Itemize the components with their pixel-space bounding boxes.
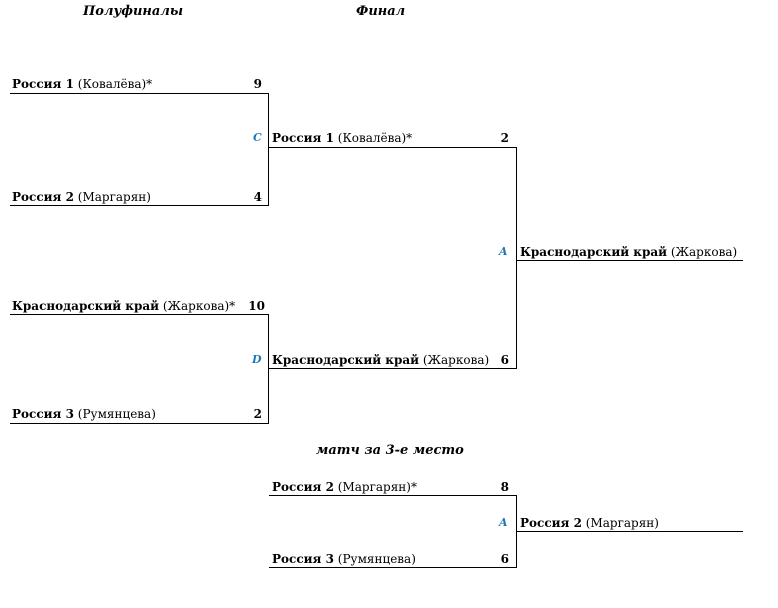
team-name: Краснодарский край (520, 245, 668, 259)
final-team2: Краснодарский край (Жаркова) (272, 353, 489, 367)
sf1-mark: C (253, 131, 262, 144)
team-name: Россия 1 (12, 77, 74, 91)
final-connector (516, 147, 517, 369)
player-name: (Жаркова) (670, 245, 738, 259)
player-name: (Ковалёва)* (77, 77, 153, 91)
player-name: (Ковалёва)* (337, 131, 413, 145)
team-name: Россия 1 (272, 131, 334, 145)
team-name: Россия 2 (12, 190, 74, 204)
third-mark: A (499, 516, 508, 529)
sf1-team2-score: 4 (253, 190, 262, 204)
final-mark: A (499, 245, 508, 258)
final-team2-line (269, 368, 517, 369)
team-name: Россия 3 (272, 552, 334, 566)
third-team2-score: 6 (500, 552, 509, 566)
sf2-team2-line (10, 423, 269, 424)
team-name: Россия 3 (12, 407, 74, 421)
sf2-mark: D (252, 353, 262, 366)
sf1-team2: Россия 2 (Маргарян) (12, 190, 151, 204)
third-winner-line (517, 531, 743, 532)
third-team1-score: 8 (500, 480, 509, 494)
player-name: (Маргарян) (585, 516, 659, 530)
player-name: (Румянцева) (77, 407, 156, 421)
third-place-header: матч за 3-е место (316, 443, 464, 458)
sf1-team1-score: 9 (253, 77, 262, 91)
sf2-team1-line (10, 314, 269, 315)
sf2-team2-score: 2 (253, 407, 262, 421)
semifinals-header: Полуфиналы (83, 4, 184, 19)
final-header: Финал (356, 4, 406, 19)
final-winner: Краснодарский край (Жаркова) (520, 245, 737, 259)
team-name: Россия 2 (520, 516, 582, 530)
sf2-team1: Краснодарский край (Жаркова)* (12, 299, 235, 313)
final-team2-score: 6 (500, 353, 509, 367)
sf1-team2-line (10, 205, 269, 206)
sf2-team1-score: 10 (248, 299, 265, 313)
final-team1-line (269, 147, 517, 148)
player-name: (Маргарян) (77, 190, 151, 204)
third-connector (516, 495, 517, 568)
player-name: (Румянцева) (337, 552, 416, 566)
sf1-team1-line (10, 93, 269, 94)
final-team1: Россия 1 (Ковалёва)* (272, 131, 412, 145)
sf2-connector (268, 314, 269, 424)
third-team2: Россия 3 (Румянцева) (272, 552, 416, 566)
sf2-team2: Россия 3 (Румянцева) (12, 407, 156, 421)
third-team1-line (269, 495, 517, 496)
third-team2-line (269, 567, 517, 568)
sf1-connector (268, 93, 269, 206)
team-name: Краснодарский край (12, 299, 160, 313)
team-name: Краснодарский край (272, 353, 420, 367)
team-name: Россия 2 (272, 480, 334, 494)
player-name: (Маргарян)* (337, 480, 417, 494)
final-team1-score: 2 (500, 131, 509, 145)
sf1-team1: Россия 1 (Ковалёва)* (12, 77, 152, 91)
third-team1: Россия 2 (Маргарян)* (272, 480, 417, 494)
player-name: (Жаркова)* (162, 299, 236, 313)
third-winner: Россия 2 (Маргарян) (520, 516, 659, 530)
final-winner-line (517, 260, 743, 261)
player-name: (Жаркова) (422, 353, 490, 367)
